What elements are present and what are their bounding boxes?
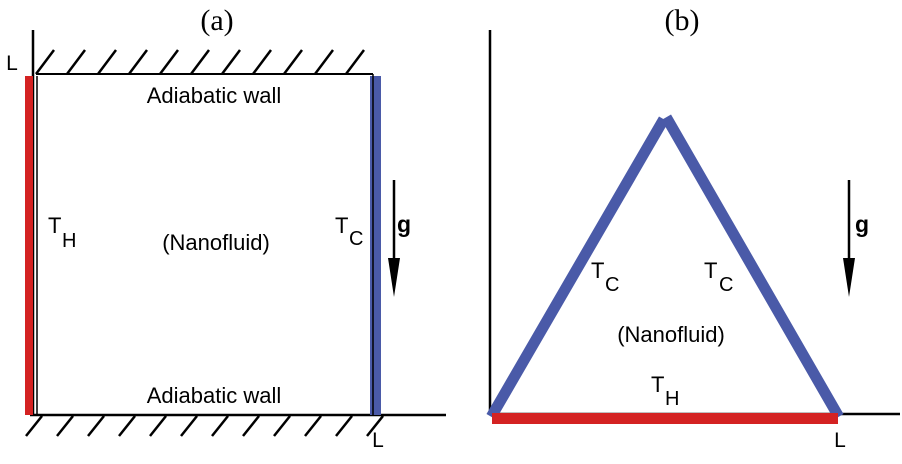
panel-b-gravity-label: g [855, 211, 869, 237]
hatch-mark [35, 49, 55, 75]
cold-wall-label: TC [335, 213, 363, 250]
hatch-mark [118, 415, 136, 437]
base-label-main: T [651, 372, 664, 397]
panel-b-fluid-label: (Nanofluid) [617, 322, 725, 347]
left-side-label: TC [591, 258, 619, 296]
panel-a-corner-top-label: L [6, 52, 18, 75]
hatch-mark [221, 49, 241, 75]
panel-b-corner-label: L [834, 429, 846, 452]
hot-wall-label: TH [48, 213, 76, 252]
hatch-mark [335, 415, 353, 437]
left-side-label-main: T [591, 258, 604, 283]
bottom-wall-label: Adiabatic wall [147, 383, 282, 408]
hatch-mark [242, 415, 260, 437]
hatch-mark [211, 415, 229, 437]
hot-wall-left [25, 76, 33, 415]
hatch-mark [56, 415, 74, 437]
base-label-sub: H [665, 388, 679, 410]
triangle-hot-base [492, 413, 838, 424]
hatch-mark [345, 49, 365, 75]
hatch-mark [273, 415, 291, 437]
panel-a-caption: (a) [200, 4, 233, 37]
hatch-mark [97, 49, 117, 75]
left-side-label-sub: C [605, 274, 619, 296]
hatch-mark [87, 415, 105, 437]
base-label: TH [651, 372, 679, 410]
cold-wall-right [370, 76, 381, 415]
right-side-label-main: T [704, 258, 717, 283]
panel-b: (b) L (Nanofluid) TC TC TH g [486, 4, 900, 452]
hot-wall-label-main: T [48, 213, 61, 238]
hatch-mark [25, 415, 43, 437]
hatch-mark [304, 415, 322, 437]
panel-b-gravity-arrowhead [843, 258, 855, 297]
right-side-label-sub: C [719, 274, 733, 296]
right-side-label: TC [704, 258, 733, 296]
triangle-cold-sides [486, 114, 844, 420]
hatch-mark [252, 49, 272, 75]
top-wall-label: Adiabatic wall [147, 83, 282, 108]
cold-wall-label-main: T [335, 213, 348, 238]
panel-a: (a) L L Adiabatic wall Adiabatic wall (N… [6, 4, 446, 452]
panel-a-fluid-label: (Nanofluid) [162, 230, 270, 255]
hatch-mark [180, 415, 198, 437]
hatch-mark [66, 49, 86, 75]
hatch-mark [159, 49, 179, 75]
panel-a-corner-bottom-label: L [372, 429, 384, 452]
hatch-mark [366, 415, 384, 437]
panel-a-bottom-hatching [25, 415, 384, 437]
hot-wall-label-sub: H [62, 230, 76, 252]
hatch-mark [190, 49, 210, 75]
hatch-mark [128, 49, 148, 75]
panel-a-top-hatching [35, 49, 365, 75]
hatch-mark [314, 49, 334, 75]
panel-a-gravity-arrowhead [388, 258, 400, 297]
cold-wall-label-sub: C [349, 228, 363, 250]
hatch-mark [149, 415, 167, 437]
hatch-mark [283, 49, 303, 75]
panel-b-caption: (b) [665, 4, 700, 37]
panel-a-gravity-label: g [397, 211, 411, 237]
